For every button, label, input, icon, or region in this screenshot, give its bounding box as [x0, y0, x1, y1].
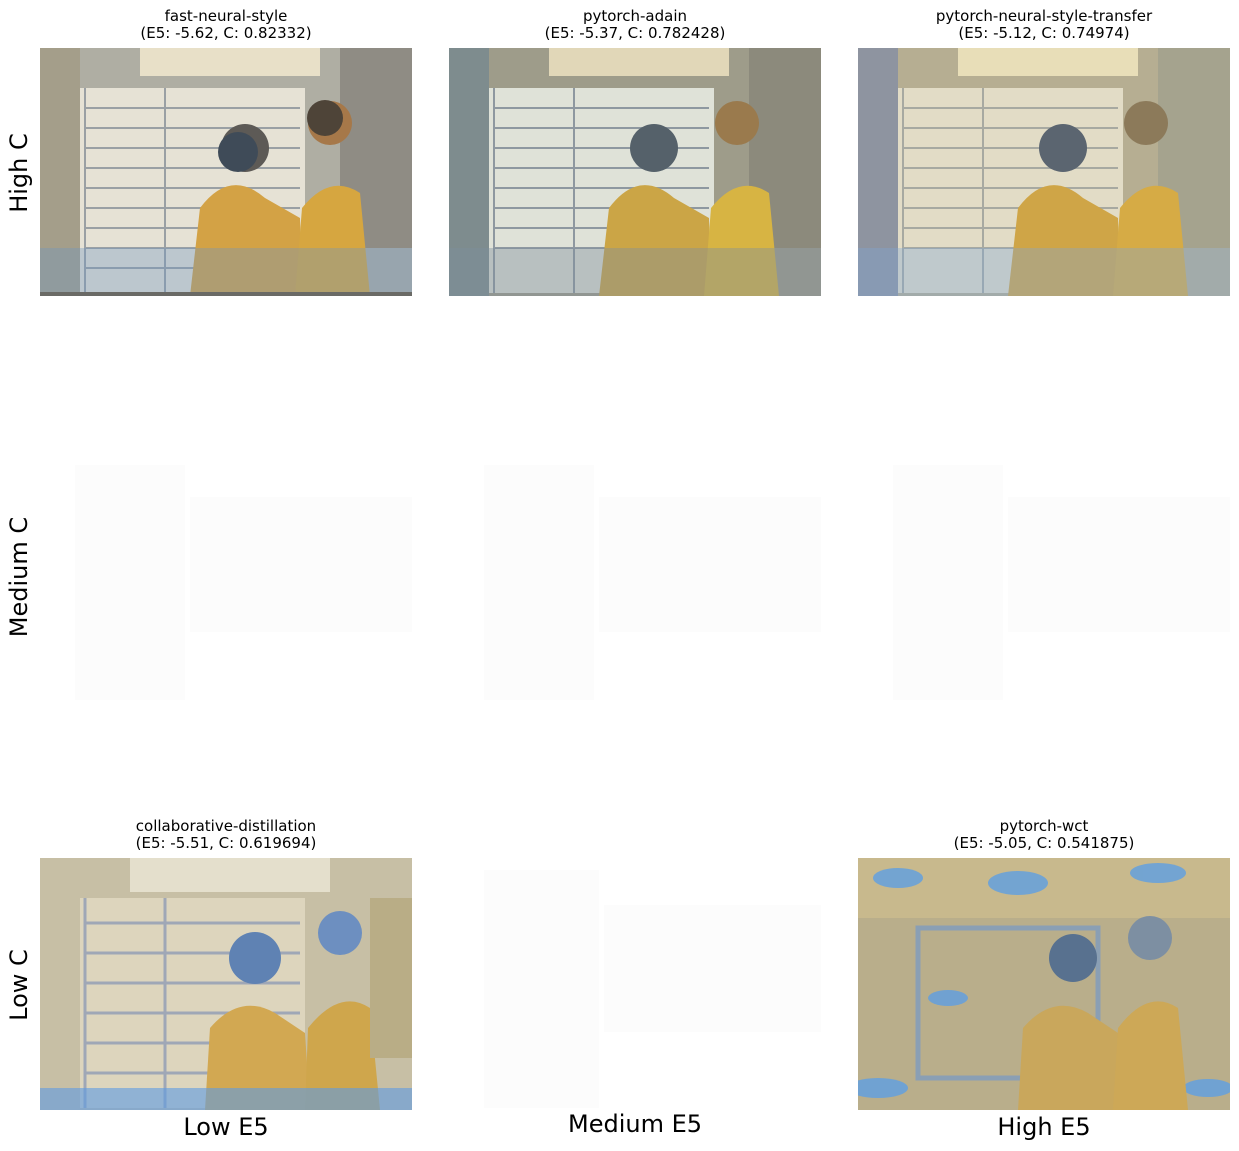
row-label-low-c: Low C [5, 949, 33, 1021]
stylized-image-fast-neural-style [40, 48, 412, 296]
col-label-low-e5: Low E5 [183, 1113, 269, 1141]
panel-title-pytorch-wct: pytorch-wct(E5: -5.05, C: 0.541875) [953, 817, 1135, 852]
panel-title-pytorch-neural-style-transfer: pytorch-neural-style-transfer(E5: -5.12,… [935, 7, 1153, 42]
stylized-image-collaborative-distillation [40, 858, 412, 1110]
row-label-medium-c: Medium C [5, 516, 33, 638]
col-label-high-e5: High E5 [997, 1113, 1091, 1141]
stylized-image-pytorch-neural-style-transfer [858, 48, 1230, 296]
col-label-medium-e5: Medium E5 [567, 1110, 703, 1138]
stylized-image-pytorch-wct [858, 858, 1230, 1110]
stylized-image-pytorch-adain [449, 48, 821, 296]
panel-title-fast-neural-style: fast-neural-style(E5: -5.62, C: 0.82332) [140, 7, 312, 42]
panel-title-pytorch-adain: pytorch-adain(E5: -5.37, C: 0.782428) [544, 7, 726, 42]
row-label-high-c: High C [5, 133, 33, 213]
panel-title-collaborative-distillation: collaborative-distillation(E5: -5.51, C:… [135, 817, 317, 852]
